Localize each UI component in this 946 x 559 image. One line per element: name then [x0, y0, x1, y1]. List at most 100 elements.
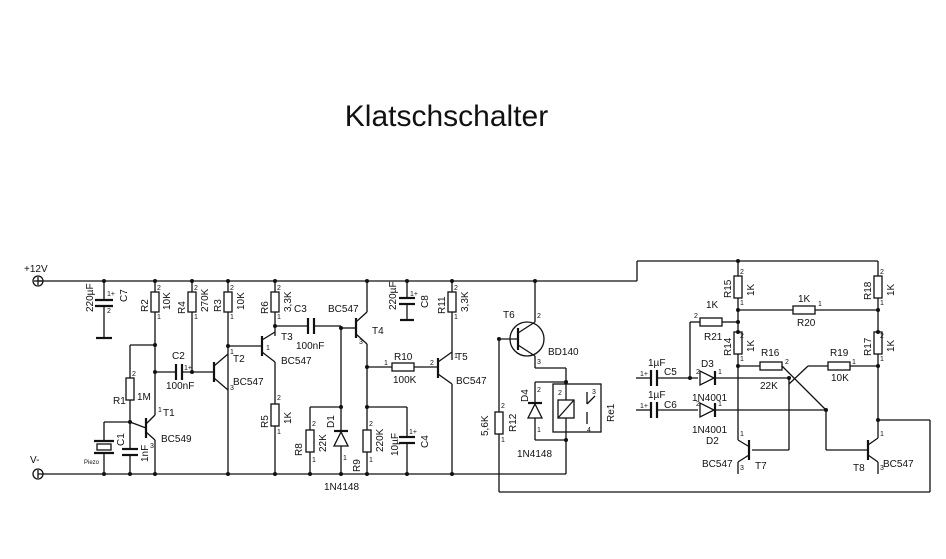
c6-ref: C6	[664, 400, 677, 411]
c3-ref: C3	[294, 304, 307, 315]
pin-label: 1+	[184, 365, 192, 372]
r9-ref: R9	[352, 459, 363, 472]
pin-label: 2	[880, 269, 884, 276]
r5-value: 1K	[283, 411, 294, 424]
r1-ref: R1	[113, 396, 126, 407]
c7-value: 220µF	[85, 283, 96, 312]
c3-value: 100nF	[296, 341, 324, 352]
r17-ref: R17	[863, 337, 874, 356]
capacitor-c8: 220µF C8	[388, 281, 431, 322]
resistor-r21: 1K R21	[689, 300, 738, 378]
plus-terminal-icon	[32, 275, 44, 287]
r6-value: 3,3K	[283, 291, 294, 312]
t7-value: BC547	[702, 459, 733, 470]
resistor-r8: R8 22K	[294, 406, 341, 474]
d2-value: 1N4001	[692, 425, 727, 436]
pin-label: 1	[880, 356, 884, 363]
d4-ref: D4	[520, 389, 531, 402]
pin-label: 2	[501, 403, 505, 410]
resistor-r15: R15 1K	[723, 261, 757, 332]
transistor-t3: T3 BC547	[228, 331, 312, 404]
pin-label: 2	[785, 359, 789, 366]
capacitor-c4: 10µF C4	[367, 406, 431, 474]
pin-label: 1	[277, 314, 281, 321]
r12-ref: R12	[508, 413, 519, 432]
c4-value: 10µF	[390, 433, 401, 456]
transistor-t6: T6 BD140	[499, 281, 579, 382]
pin-label: 2	[230, 285, 234, 292]
r15-ref: R15	[723, 279, 734, 298]
pin-label: 1	[454, 314, 458, 321]
r8-value: 22K	[318, 434, 329, 452]
diode-d4: D4 1N4148	[517, 381, 566, 460]
resistor-r16: R16 22K	[738, 348, 827, 411]
pin-label: 2	[454, 285, 458, 292]
r17-value: 1K	[886, 339, 897, 352]
pin-label: 2	[277, 285, 281, 292]
capacitor-c2: C2 100nF	[155, 351, 213, 392]
piezo-label: Piezo	[84, 460, 100, 466]
r11-value: 3,3K	[460, 291, 471, 312]
pin-label: 1+	[409, 429, 417, 436]
t7-ref: T7	[755, 461, 767, 472]
pin-label: 3	[230, 385, 234, 392]
pin-numbers: 1+ 2 2 1 2 1 2 1 2 1 1+ 2 1 2 1 3 1+ 1 3…	[107, 269, 884, 472]
t4-ref: T4	[372, 326, 384, 337]
t6-ref: T6	[503, 310, 515, 321]
t5-ref: T5	[456, 352, 468, 363]
d1-ref: D1	[326, 415, 337, 428]
transistor-t2: T2 BC547	[212, 353, 264, 391]
plus-rail-label: +12V	[24, 264, 48, 275]
pin-label: 1	[343, 455, 347, 462]
pin-label: 2	[277, 395, 281, 402]
r21-value: 1K	[706, 300, 719, 311]
pin-label: 1	[718, 369, 722, 376]
resistor-r10: R10 100K	[367, 352, 437, 386]
r19-value: 10K	[831, 373, 849, 384]
r16-value: 22K	[760, 381, 778, 392]
piezo-element: Piezo	[84, 421, 130, 474]
r20-value: 1K	[798, 294, 811, 305]
capacitor-c3: C3 100nF	[275, 304, 341, 352]
r6-ref: R6	[260, 301, 271, 314]
diode-d2: 1N4001 D2	[692, 401, 826, 447]
diode-d3: D3 1N4001	[692, 359, 790, 451]
pin-label: 3	[740, 465, 744, 472]
pin-label: 1	[194, 314, 198, 321]
pin-label: 1	[501, 437, 505, 444]
c7-ref: C7	[119, 289, 130, 302]
pin-label: 1	[454, 353, 458, 360]
r1-value: 1M	[137, 392, 151, 403]
r10-value: 100K	[393, 375, 417, 386]
transistor-t8: T8 BC547	[825, 410, 914, 474]
r4-value: 270K	[200, 288, 211, 312]
r10-ref: R10	[394, 352, 413, 363]
r14-ref: R14	[723, 337, 734, 356]
re1-pin-4: 4	[587, 427, 591, 434]
d2-ref: D2	[706, 436, 719, 447]
resistor-r17: R17 1K	[863, 331, 897, 428]
pin-label: 2	[194, 285, 198, 292]
c4-ref: C4	[420, 435, 431, 448]
pin-label: 1	[312, 457, 316, 464]
pin-label: 2	[107, 308, 111, 315]
pin-label: 2	[740, 269, 744, 276]
r19-ref: R19	[830, 348, 849, 359]
pin-label: 1+	[640, 403, 648, 410]
pin-label: 2	[312, 421, 316, 428]
r2-value: 10K	[162, 292, 173, 310]
d3-ref: D3	[701, 359, 714, 370]
t6-value: BD140	[548, 347, 579, 358]
resistor-r14: R14 1K	[723, 331, 757, 428]
r11-ref: R11	[437, 296, 448, 314]
t2-value: BC547	[233, 377, 264, 388]
c2-value: 100nF	[166, 381, 194, 392]
pin-label: 2	[694, 313, 698, 320]
capacitor-c1: C1 1nF	[116, 422, 151, 474]
pin-label: 1	[740, 300, 744, 307]
page-title: Klatschschalter	[344, 100, 549, 133]
pin-label: 3	[150, 443, 154, 450]
pin-label: 2	[157, 285, 161, 292]
capacitor-c7: 220µF C7	[85, 281, 130, 340]
